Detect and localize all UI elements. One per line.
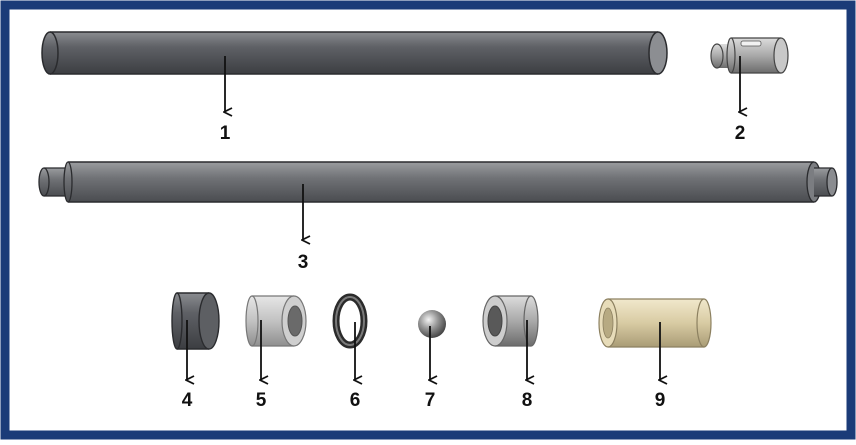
part-8-grey-sleeve [482, 295, 539, 347]
part-9-tan-sleeve [598, 298, 712, 348]
label-part-6: 6 [350, 390, 361, 411]
part-3-barrel [38, 161, 838, 203]
label-part-3: 3 [298, 252, 309, 273]
label-part-8: 8 [522, 390, 533, 411]
part-2-small-coupling [710, 37, 789, 74]
part-4-dark-cap [171, 292, 220, 350]
label-part-2: 2 [735, 123, 746, 144]
part-6-o-ring [332, 293, 368, 349]
label-part-7: 7 [425, 390, 436, 411]
label-part-4: 4 [182, 390, 193, 411]
label-part-5: 5 [256, 390, 267, 411]
part-5-light-ring [245, 295, 307, 347]
label-part-9: 9 [655, 390, 666, 411]
part-7-ball [418, 310, 446, 338]
part-1-long-rod [41, 31, 668, 75]
label-part-1: 1 [220, 123, 231, 144]
